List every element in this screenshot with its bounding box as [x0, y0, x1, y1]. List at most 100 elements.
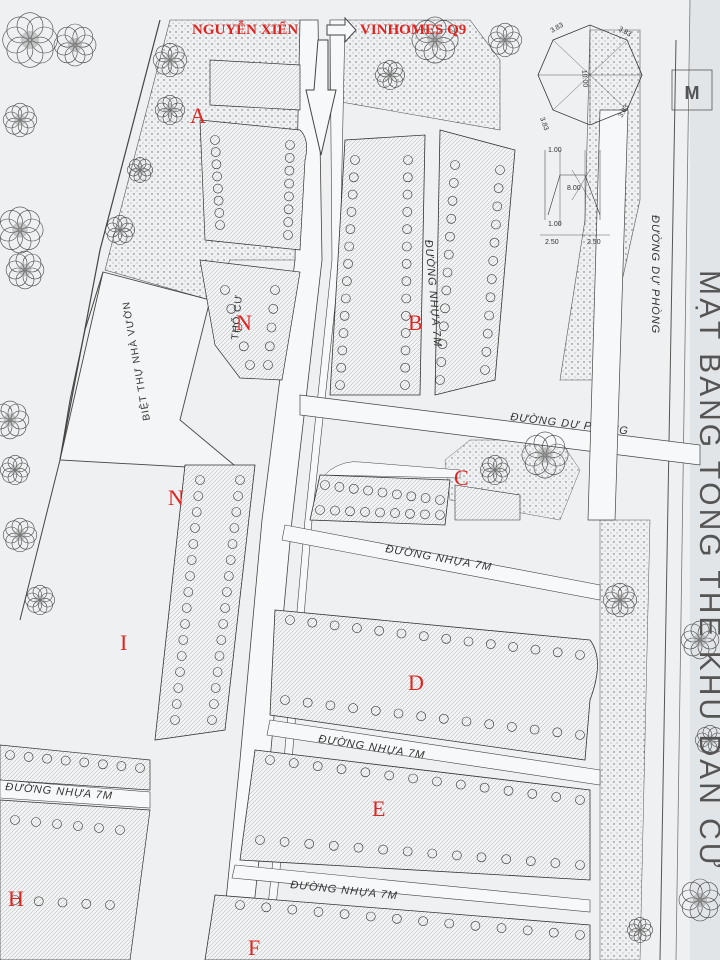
lot-circle [496, 923, 507, 933]
lot-circle [401, 258, 412, 269]
lot-circle [284, 165, 295, 176]
lot-circle [33, 896, 44, 907]
lot-circle [10, 895, 20, 905]
drawing-title: MẶT BẰNG TỔNG THỂ KHU DÂN CƯ [693, 270, 720, 871]
lot-circle [225, 555, 236, 565]
lot-circle [418, 916, 428, 927]
lot-circle [551, 792, 562, 802]
block-h-lots: ĐƯỜNG NHỰA 7M [0, 744, 151, 960]
section-left: 2.50 [545, 239, 559, 246]
lot-circle [330, 505, 340, 516]
lot-circle [392, 489, 402, 500]
lot-circle [485, 639, 496, 650]
lot-circle [235, 475, 245, 485]
lot-circle [213, 195, 224, 206]
block-label-i: I [120, 630, 127, 655]
lot-circle [461, 716, 472, 727]
lot-circle [215, 220, 225, 230]
lot-circle [527, 788, 538, 799]
lot-circle [307, 617, 318, 628]
lot-circle [402, 189, 413, 200]
lot-circle [479, 782, 490, 793]
lot-circle [352, 623, 362, 633]
lot-circle [212, 667, 223, 677]
tree-icon [0, 400, 30, 440]
route-annotation: NGUYỄN XIỂN VINHOMES Q9 [192, 16, 466, 156]
lot-circle [105, 900, 115, 910]
lot-circle [283, 204, 294, 215]
lot-circle [211, 159, 222, 170]
lot-circle [325, 700, 336, 711]
tree-icon [2, 102, 38, 138]
lot-circle [484, 310, 494, 321]
block-a-lots [199, 59, 307, 251]
lot-circle [343, 258, 353, 269]
lot-circle [284, 153, 295, 163]
lot-circle [329, 620, 340, 631]
tree-icon [152, 42, 188, 78]
lot-circle [470, 920, 481, 931]
block-n-lower-i-lots [154, 464, 256, 741]
lot-circle [283, 230, 293, 240]
lot-circle [210, 683, 221, 693]
block-f-lots [204, 894, 591, 960]
lot-circle [195, 475, 205, 485]
lot-circle [313, 907, 324, 917]
lot-circle [448, 178, 459, 188]
lot-circle [420, 493, 431, 503]
lot-circle [484, 719, 495, 730]
lot-circle [445, 231, 455, 242]
lot-circle [491, 219, 501, 230]
lot-circle [436, 357, 447, 367]
lot-circle [488, 256, 499, 266]
lot-circle [312, 761, 323, 772]
lot-circle [224, 571, 234, 581]
tho-cu-label: THỔ CƯ [228, 294, 245, 341]
site-boundary [19, 0, 691, 960]
lot-circle [363, 485, 373, 496]
tree-icon [521, 431, 569, 479]
lot-circle [339, 909, 350, 920]
lot-circle [188, 539, 199, 549]
lot-circle [435, 510, 445, 520]
lot-circle [455, 779, 466, 790]
block-letters: A B C D E F H I N N [8, 103, 469, 960]
block-label-h: H [8, 886, 24, 911]
route-to: VINHOMES Q9 [360, 22, 466, 38]
lot-circle [191, 507, 202, 517]
lot-circle [181, 603, 192, 613]
block-label-a: A [190, 103, 206, 128]
lot-circle [403, 155, 413, 165]
lot-circle [233, 491, 243, 501]
lot-circle [210, 147, 221, 157]
lot-circle [575, 650, 585, 660]
tree-icon [487, 22, 523, 58]
lot-circle [176, 651, 187, 661]
lot-circle [348, 172, 359, 183]
lot-circle [390, 508, 400, 518]
lot-circle [360, 767, 371, 778]
lot-circle [447, 196, 458, 206]
section-right: 2.50 [587, 239, 601, 246]
lot-circle [193, 491, 204, 501]
lot-circle [265, 755, 275, 765]
block-c-lots [309, 461, 521, 526]
tree-icon [2, 12, 58, 68]
lot-circle [94, 823, 104, 833]
lot-circle [393, 708, 404, 719]
lot-circle [339, 310, 350, 321]
lot-circle [418, 631, 429, 642]
lot-circle [171, 699, 182, 709]
lot-circle [348, 703, 358, 713]
tree-icon [479, 454, 511, 486]
lot-circle [402, 224, 412, 234]
lot-circle [328, 840, 339, 851]
block-label-d: D [408, 670, 424, 695]
lot-circle [440, 303, 450, 314]
lot-circle [420, 509, 430, 520]
main-road [219, 19, 346, 960]
lot-circle [402, 207, 413, 217]
lot-circle [441, 285, 452, 296]
drawing-title-area: M MẶT BẰNG TỔNG THỂ KHU DÂN CƯ [671, 69, 720, 871]
